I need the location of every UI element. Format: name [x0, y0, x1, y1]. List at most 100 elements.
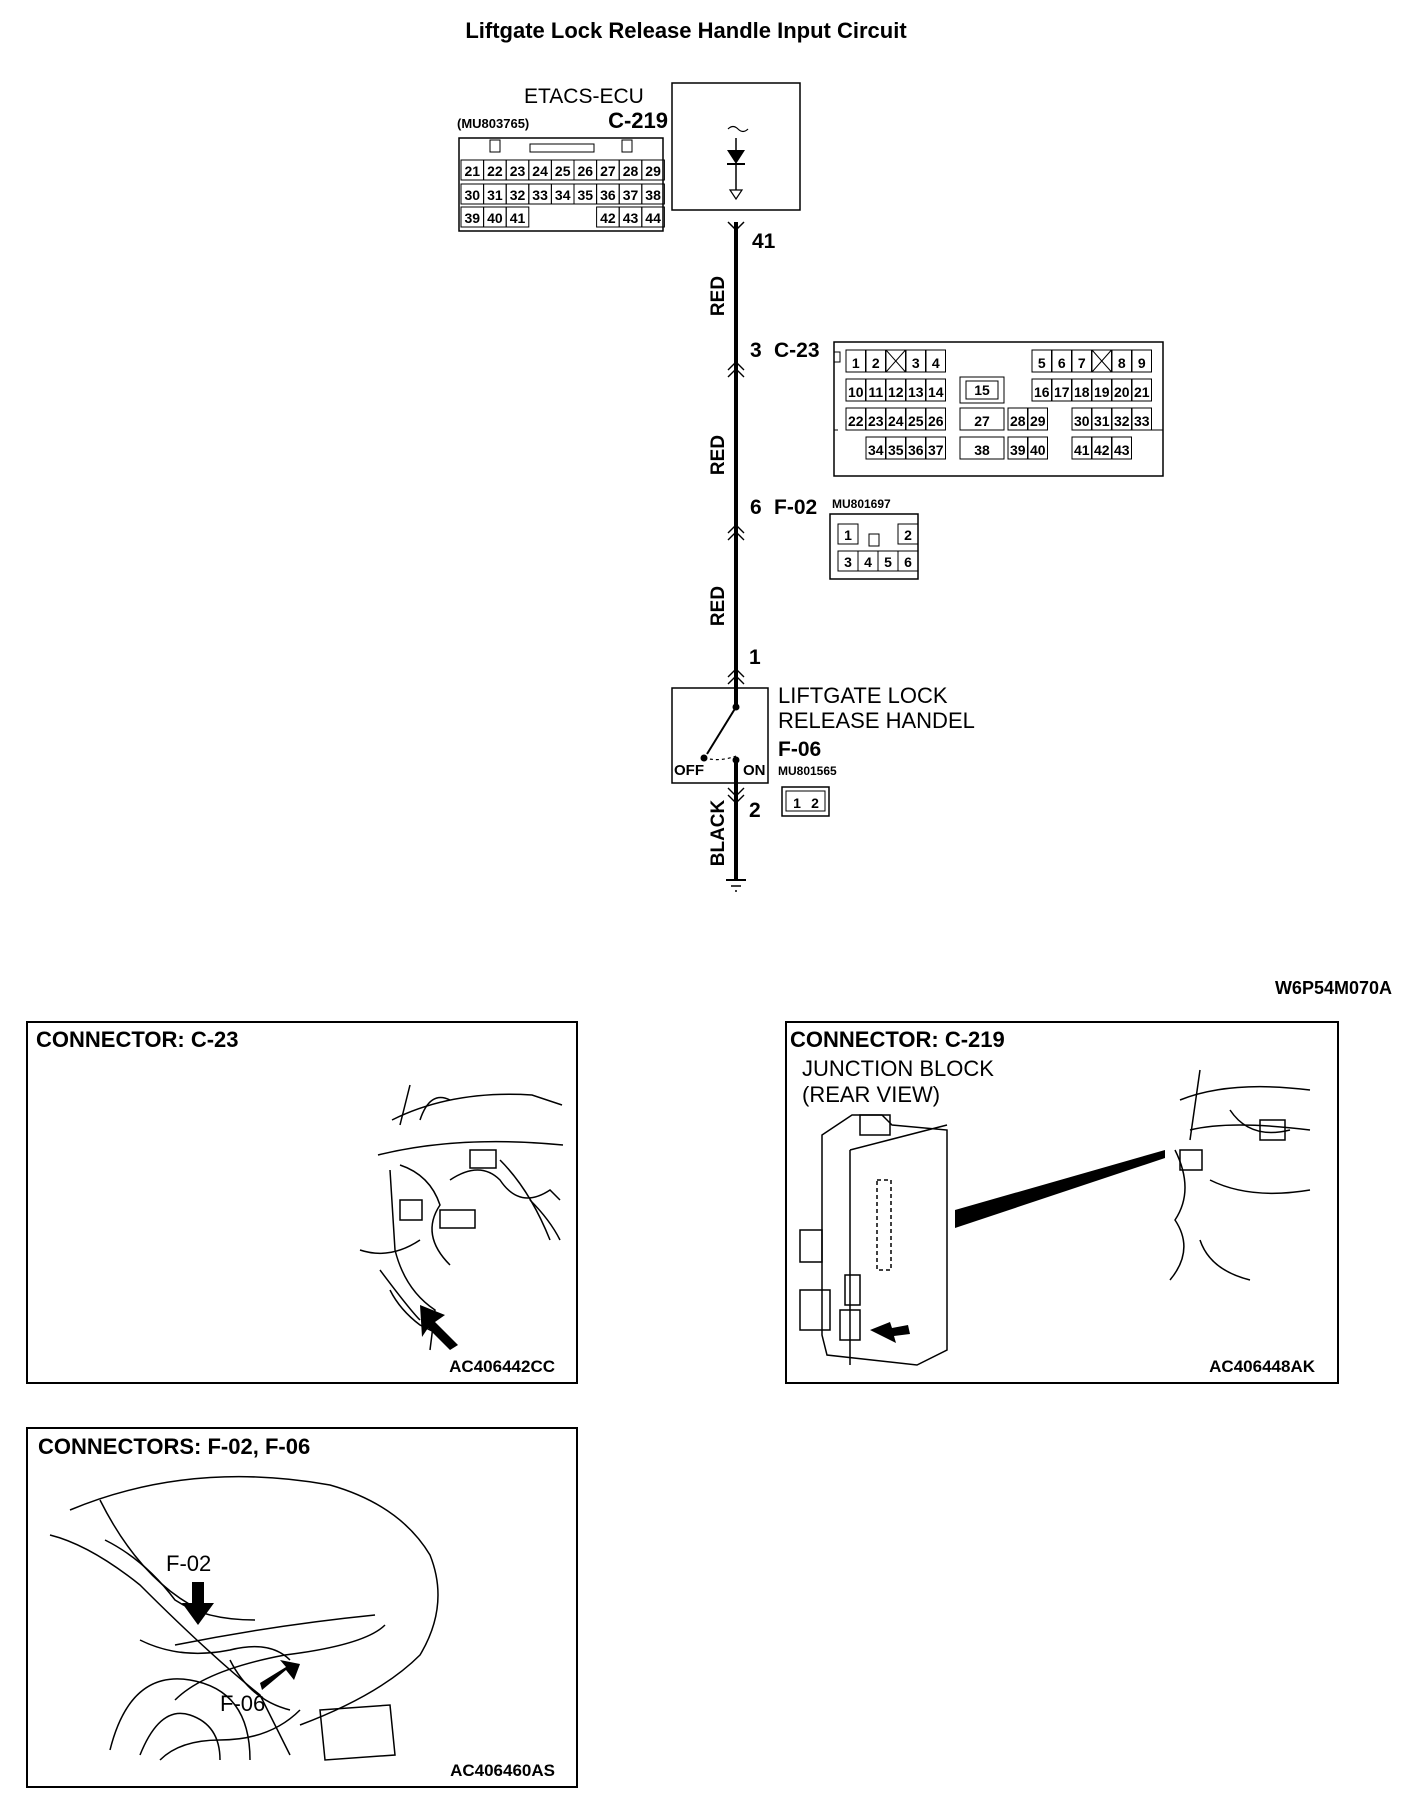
f02-pin: 6: [904, 554, 912, 570]
panel-c23-location: CONNECTOR: C-23 AC406442CC: [26, 1021, 578, 1384]
connector-pin-cell: [1131, 378, 1152, 402]
ecu-pin: 27: [600, 163, 616, 179]
c23-pin: 43: [1114, 442, 1130, 458]
c23-pin: 1: [852, 355, 860, 371]
c23-pin: 17: [1054, 384, 1070, 400]
panel-image-code: AC406448AK: [1209, 1357, 1316, 1376]
c23-pin: 7: [1078, 355, 1086, 371]
c23-pin: 21: [1134, 384, 1150, 400]
ecu-pin: 44: [645, 210, 661, 226]
ecu-pin: 31: [487, 187, 503, 203]
ecu-connector-label: C-219: [608, 108, 668, 133]
f02-pin: 4: [864, 554, 872, 570]
c23-pin: 13: [908, 384, 924, 400]
ecu-pin: 43: [623, 210, 639, 226]
f06-connector-face: 1 2: [781, 786, 830, 817]
f06-pin: 1: [793, 795, 801, 811]
switch-connector-label: F-06: [778, 738, 821, 761]
ecu-pin: 26: [578, 163, 594, 179]
f02-connector-label: F-02: [774, 496, 817, 519]
c23-pin: 12: [888, 384, 904, 400]
connector-pin-cell: [925, 378, 946, 402]
f02-pin: 5: [884, 554, 892, 570]
connector-pin-cell: [959, 436, 1005, 460]
c23-pin: 27: [974, 413, 990, 429]
ecu-pin: 25: [555, 163, 571, 179]
ecu-pin-number: 41: [752, 230, 776, 253]
panel-c219-location: CONNECTOR: C-219 JUNCTION BLOCK (REAR VI…: [785, 1021, 1339, 1384]
connector-junction-f02: [727, 524, 745, 541]
c23-pin: 11: [868, 384, 883, 400]
c23-pin: 24: [888, 413, 904, 429]
dashboard-wiring-illustration: [359, 1084, 564, 1351]
wire-color-label: BLACK: [708, 799, 729, 866]
switch-pin-1: 1: [749, 646, 761, 669]
connector-pin-cell: [959, 407, 1005, 431]
connector-pin-cell: [925, 349, 946, 373]
f02-pin: 1: [844, 527, 852, 543]
empty-cavity: [1091, 349, 1112, 373]
arrow-icon: [420, 1305, 458, 1350]
c23-pin: 35: [888, 442, 904, 458]
junction-block-illustration: [799, 1114, 948, 1366]
ecu-pin: 32: [510, 187, 526, 203]
c23-pin: 41: [1074, 442, 1090, 458]
page-title: Liftgate Lock Release Handle Input Circu…: [465, 18, 907, 43]
c23-pin: 15: [974, 382, 990, 398]
c23-pin: 42: [1094, 442, 1110, 458]
c23-pin: 23: [868, 413, 884, 429]
c23-pin: 29: [1030, 413, 1046, 429]
panel-label-f06: F-06: [220, 1691, 265, 1716]
c23-pin: 19: [1094, 384, 1110, 400]
connector-pin-cell: [641, 183, 665, 205]
connector-pin-cell: [897, 523, 919, 545]
ecu-pin: 38: [645, 187, 661, 203]
pointer-wedge: [955, 1150, 1165, 1228]
wire-color-label: RED: [708, 276, 729, 316]
ecu-box: [671, 82, 801, 211]
connector-pin-cell: [965, 380, 999, 400]
c23-pin: 32: [1114, 413, 1130, 429]
ecu-name: ETACS-ECU: [524, 85, 644, 108]
c23-pin: 31: [1094, 413, 1110, 429]
switch-box: [671, 687, 769, 784]
wire-color-label: RED: [708, 586, 729, 626]
ecu-pin: 35: [578, 187, 594, 203]
ecu-pin: 30: [465, 187, 481, 203]
connector-pin-cell: [959, 376, 1005, 404]
switch-name-line1: LIFTGATE LOCK: [778, 683, 948, 708]
connector-pin-cell: [925, 436, 946, 460]
c23-connector-label: C-23: [774, 339, 820, 362]
switch-on-label: ON: [743, 762, 766, 779]
c23-pin: 22: [848, 413, 864, 429]
f02-pin-number: 6: [750, 496, 762, 519]
ecu-pin: 29: [645, 163, 661, 179]
c23-pin: 10: [848, 384, 864, 400]
panel-title: CONNECTOR: C-219: [790, 1027, 1005, 1052]
panel-title: CONNECTOR: C-23: [36, 1027, 239, 1052]
ecu-diode-icon: [727, 125, 749, 201]
ecu-pin: 42: [600, 210, 616, 226]
connector-pin-cell: [641, 159, 665, 181]
c23-pin: 25: [908, 413, 924, 429]
c23-pin: 20: [1114, 384, 1130, 400]
ecu-pin: 24: [532, 163, 548, 179]
connector-junction-c23: [727, 361, 745, 378]
f06-pin: 2: [811, 795, 819, 811]
c23-pin: 30: [1074, 413, 1090, 429]
panel-label-f02: F-02: [166, 1551, 211, 1576]
ecu-pin: 22: [487, 163, 503, 179]
c23-pin: 26: [928, 413, 944, 429]
c23-pin: 33: [1134, 413, 1150, 429]
c23-pin: 37: [928, 442, 944, 458]
f02-pin: 3: [844, 554, 852, 570]
panel-subtitle-line2: (REAR VIEW): [802, 1082, 940, 1107]
ecu-pin: 36: [600, 187, 616, 203]
ecu-pin: 33: [532, 187, 548, 203]
wire-color-label: RED: [708, 435, 729, 475]
empty-cavity: [885, 349, 906, 373]
c23-pin: 36: [908, 442, 924, 458]
c23-pin: 6: [1058, 355, 1066, 371]
